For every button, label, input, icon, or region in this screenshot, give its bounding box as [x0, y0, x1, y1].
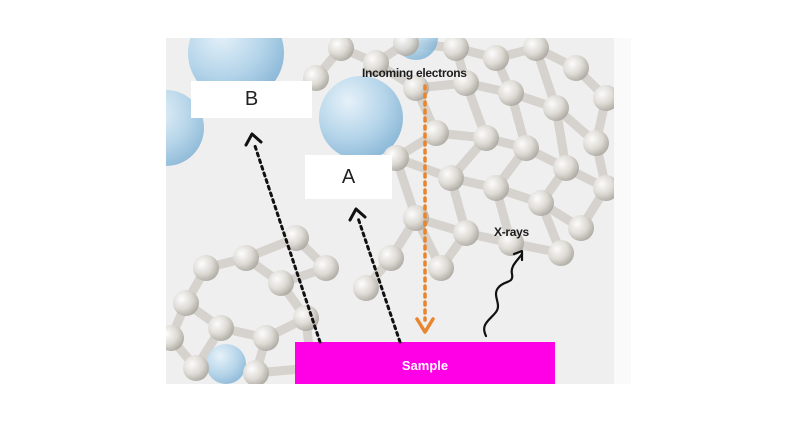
label-a: A: [305, 155, 392, 199]
atom: [293, 305, 319, 331]
atom: [453, 220, 479, 246]
atom: [593, 85, 619, 111]
atom: [453, 70, 479, 96]
sample-block: Sample: [295, 342, 555, 384]
arrows-layer: [244, 84, 524, 344]
atom: [443, 38, 469, 61]
emitted-electron-arrow-a-icon: [348, 207, 402, 344]
atom: [523, 38, 549, 61]
atom: [208, 315, 234, 341]
sample-label: Sample: [401, 357, 449, 373]
atom: [548, 240, 574, 266]
incoming-electrons-arrow-icon: [415, 84, 435, 334]
atom: [438, 165, 464, 191]
atom: [543, 95, 569, 121]
atom: [568, 215, 594, 241]
atom: [173, 290, 199, 316]
atom: [498, 80, 524, 106]
atom: [328, 38, 354, 61]
atom: [563, 55, 589, 81]
atom: [513, 135, 539, 161]
atom: [233, 245, 259, 271]
sem-diagram: B A Incoming electrons X-rays Sample: [166, 38, 631, 384]
atom: [593, 175, 619, 201]
atom: [166, 325, 184, 351]
atom: [423, 120, 449, 146]
blue-sphere: [319, 76, 403, 160]
atom: [353, 275, 379, 301]
xrays-label: X-rays: [494, 225, 529, 239]
atom: [403, 75, 429, 101]
blue-sphere: [206, 344, 246, 384]
atom: [428, 255, 454, 281]
incoming-electrons-label: Incoming electrons: [362, 66, 467, 80]
atom: [553, 155, 579, 181]
xray-wave-arrow-icon: [483, 249, 524, 338]
atom: [473, 125, 499, 151]
label-b: B: [191, 81, 312, 118]
atom: [483, 45, 509, 71]
emitted-electron-arrow-b-icon: [244, 132, 322, 344]
atom: [283, 225, 309, 251]
molecular-background: [166, 38, 631, 384]
atom: [393, 38, 419, 56]
atom: [483, 175, 509, 201]
atom: [378, 245, 404, 271]
atom: [528, 190, 554, 216]
atom: [268, 270, 294, 296]
atom: [583, 130, 609, 156]
atom: [313, 255, 339, 281]
atom: [498, 230, 524, 256]
atom: [193, 255, 219, 281]
atom: [403, 205, 429, 231]
atom: [363, 50, 389, 76]
atom: [253, 325, 279, 351]
atom: [243, 360, 269, 384]
atom: [183, 355, 209, 381]
